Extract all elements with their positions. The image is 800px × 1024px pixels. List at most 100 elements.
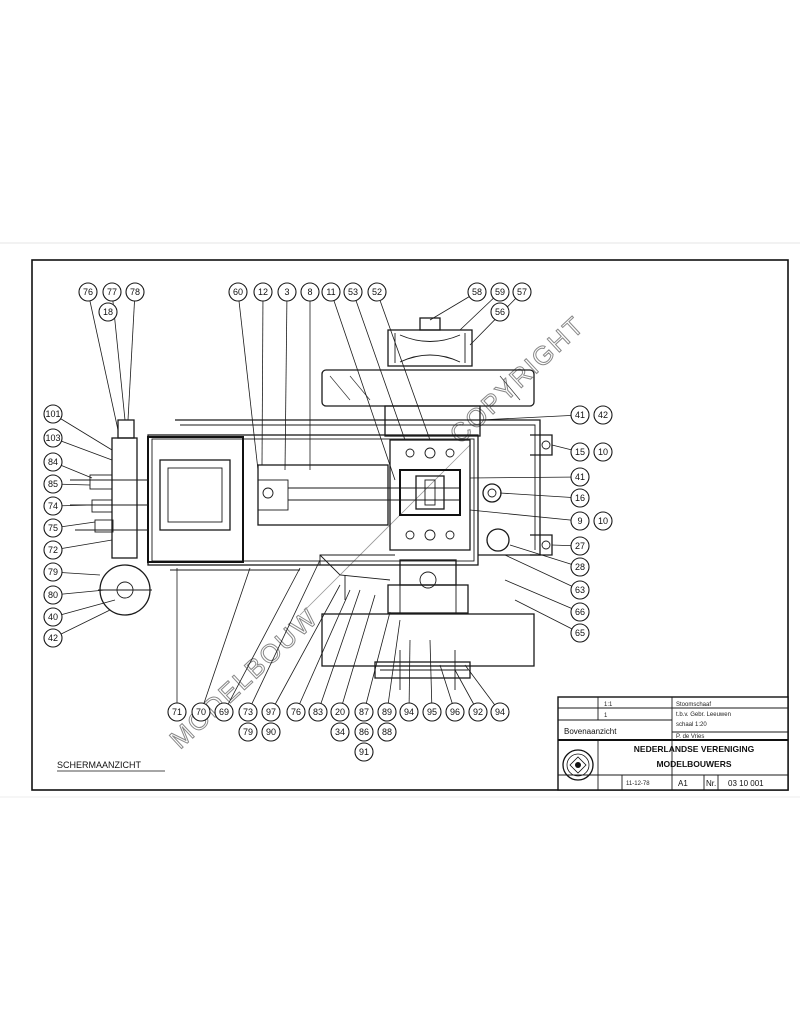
leader-line <box>469 509 581 522</box>
leader-line <box>504 554 581 591</box>
part-balloon: 97 <box>261 584 341 722</box>
balloon-label: 52 <box>372 287 382 297</box>
balloon-label: 78 <box>130 287 140 297</box>
part-balloon: 65 <box>514 599 590 643</box>
balloon-label: 57 <box>517 287 527 297</box>
part-balloon: 40 <box>43 599 116 627</box>
tb-view-name: Bovenaanzicht <box>564 727 617 736</box>
balloon-label: 11 <box>326 287 335 297</box>
part-balloon: 88 <box>377 722 397 742</box>
part-balloon: 69 <box>214 567 301 722</box>
tb-drawn-by: P. de Vries <box>676 734 704 740</box>
balloon-label: 42 <box>598 410 608 420</box>
part-balloon: 12 <box>253 282 273 466</box>
balloon-circle <box>277 282 297 302</box>
balloon-label: 8 <box>307 287 312 297</box>
balloon-label: 96 <box>450 707 460 717</box>
balloon-label: 10 <box>598 447 608 457</box>
balloon-circle <box>261 722 281 742</box>
balloon-circle <box>167 702 187 722</box>
part-balloon: 56 <box>490 302 510 322</box>
balloon-label: 75 <box>48 523 58 533</box>
watermark: MODELBOUW COPYRIGHT <box>163 309 591 755</box>
leader-line <box>504 579 581 613</box>
balloon-circle <box>354 702 374 722</box>
leader-line <box>87 291 119 431</box>
part-balloon: 73 <box>238 559 321 722</box>
balloon-label: 70 <box>196 707 206 717</box>
leader-line <box>223 567 301 713</box>
balloon-circle <box>43 404 63 424</box>
balloon-circle <box>191 702 211 722</box>
part-balloon: 83 <box>308 589 361 722</box>
balloon-label: 103 <box>45 433 60 443</box>
part-balloon: 52 <box>367 282 431 441</box>
balloon-circle <box>43 540 63 560</box>
balloon-label: 88 <box>382 727 392 737</box>
balloon-label: 53 <box>348 287 358 297</box>
part-balloon: 42 <box>593 405 613 425</box>
part-balloon: 15 <box>551 442 590 462</box>
leader-line <box>284 291 288 471</box>
balloon-label: 41 <box>575 472 585 482</box>
balloon-circle <box>343 282 363 302</box>
balloon-label: 77 <box>107 287 117 297</box>
tb-description-1: Stoomschaaf <box>676 702 711 708</box>
leader-line <box>317 589 361 713</box>
leader-line <box>339 594 376 713</box>
part-balloon: 59 <box>459 282 510 331</box>
part-balloon: 92 <box>454 669 488 722</box>
balloon-circle <box>43 518 63 538</box>
part-balloon: 79 <box>238 722 258 742</box>
leader-line <box>363 611 391 713</box>
balloon-circle <box>321 282 341 302</box>
balloon-label: 74 <box>48 501 58 511</box>
balloon-label: 92 <box>473 707 483 717</box>
balloon-label: 58 <box>472 287 482 297</box>
balloon-circle <box>490 702 510 722</box>
balloon-circle <box>512 282 532 302</box>
part-balloon: 89 <box>377 619 401 722</box>
part-balloon: 75 <box>43 518 96 538</box>
leader-line <box>499 492 581 499</box>
part-balloon: 20 <box>330 594 376 722</box>
leader-line <box>52 413 113 451</box>
balloon-label: 90 <box>266 727 276 737</box>
balloon-label: 76 <box>291 707 301 717</box>
leader-line <box>469 476 581 479</box>
balloon-circle <box>43 607 63 627</box>
balloon-label: 18 <box>103 307 113 317</box>
nvm-seal-logo <box>562 749 594 781</box>
balloon-circle <box>43 428 63 448</box>
balloon-circle <box>445 702 465 722</box>
balloon-label: 65 <box>575 628 585 638</box>
balloon-circle <box>570 602 590 622</box>
balloon-circle <box>98 302 118 322</box>
drawing-frame <box>31 259 789 791</box>
balloon-circle <box>422 702 442 722</box>
balloon-label: 84 <box>48 457 58 467</box>
balloon-circle <box>593 511 613 531</box>
balloon-label: 79 <box>243 727 253 737</box>
part-balloon: 42 <box>43 609 111 648</box>
part-balloon: 63 <box>504 554 590 600</box>
balloon-circle <box>570 536 590 556</box>
balloon-circle <box>570 405 590 425</box>
leader-line <box>479 414 581 421</box>
balloon-label: 12 <box>258 287 268 297</box>
tb-sheet: 1 <box>604 713 608 719</box>
balloon-label: 94 <box>495 707 505 717</box>
balloon-label: 59 <box>495 287 505 297</box>
tb-number-label: Nr. <box>706 779 716 788</box>
balloon-circle <box>102 282 122 302</box>
balloon-label: 16 <box>575 493 585 503</box>
leader-line <box>295 589 351 713</box>
balloon-circle <box>43 628 63 648</box>
balloon-label: 56 <box>495 307 505 317</box>
balloon-circle <box>570 467 590 487</box>
leader-line <box>247 559 321 713</box>
tb-description-2: t.b.v. Gebr. Leeuwen <box>676 712 731 718</box>
part-balloon: 10 <box>593 442 613 462</box>
leader-line <box>127 291 136 421</box>
